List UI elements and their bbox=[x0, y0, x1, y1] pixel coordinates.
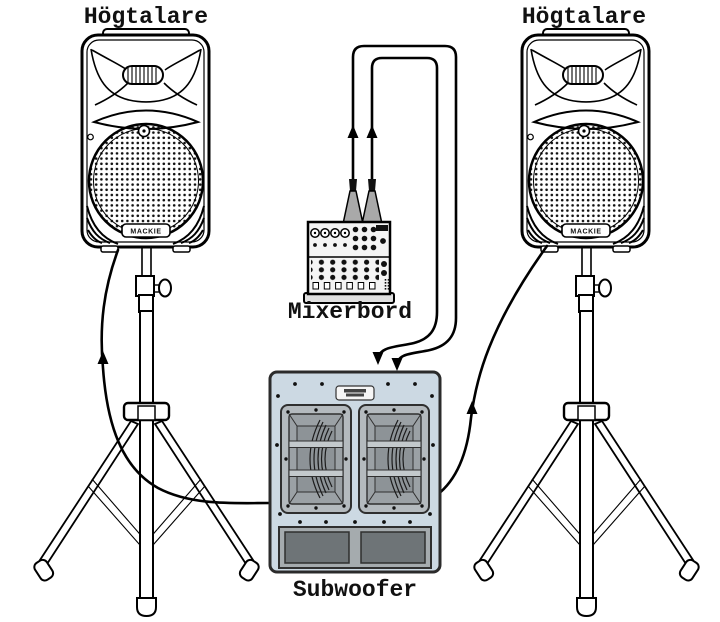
sub-vent-left bbox=[284, 531, 350, 564]
cable-mixer-to-sub-outer bbox=[351, 44, 458, 368]
left-speaker-stand bbox=[31, 245, 262, 618]
mixer-xlr-inputs bbox=[310, 228, 350, 247]
mixer-level-meter bbox=[384, 279, 390, 291]
right-speaker bbox=[520, 27, 651, 254]
arrow-down-into-sub-left bbox=[372, 352, 384, 365]
arrow-up-mixer-cable-left bbox=[347, 125, 359, 138]
mixer-channel-knobs bbox=[311, 259, 379, 282]
subwoofer-badge-bar bbox=[346, 393, 364, 397]
label-left-speaker: Högtalare bbox=[83, 4, 209, 30]
label-mixer: Mixerbord bbox=[287, 299, 413, 325]
arrow-down-into-sub-right bbox=[391, 358, 403, 371]
label-subwoofer: Subwoofer bbox=[292, 577, 418, 603]
subwoofer-badge-bar bbox=[344, 389, 366, 393]
signal-direction-arrows bbox=[97, 125, 478, 414]
arrow-up-right-speaker-cable bbox=[466, 401, 478, 414]
left-speaker bbox=[80, 27, 211, 254]
subwoofer bbox=[268, 370, 442, 574]
arrow-up-left-speaker-cable bbox=[97, 351, 109, 364]
label-right-speaker: Högtalare bbox=[521, 4, 647, 30]
plug-tip-left bbox=[349, 179, 357, 191]
cable-sub-to-left-speaker bbox=[100, 248, 273, 505]
arrow-up-mixer-cable-right bbox=[366, 125, 378, 138]
mixer-logo-plate bbox=[376, 225, 388, 231]
right-speaker-stand bbox=[471, 245, 702, 618]
plug-tip-right bbox=[368, 179, 376, 191]
mixer bbox=[303, 179, 395, 304]
subwoofer-screws bbox=[275, 382, 435, 524]
mixer-knob bbox=[380, 238, 386, 244]
cable-sub-to-right-speaker bbox=[435, 244, 549, 497]
sub-driver-right bbox=[358, 404, 430, 514]
sub-vent-right bbox=[360, 531, 426, 564]
jack-plug-left bbox=[342, 190, 364, 225]
mixer-channel-switches bbox=[312, 282, 376, 290]
sub-driver-left bbox=[280, 404, 352, 514]
mixer-gain-knobs bbox=[350, 225, 377, 253]
cable-mixer-to-sub-inner bbox=[370, 56, 439, 362]
jack-plug-right bbox=[361, 190, 383, 225]
subwoofer-badge-plate bbox=[335, 385, 375, 401]
mixer-master-knobs bbox=[381, 261, 387, 276]
